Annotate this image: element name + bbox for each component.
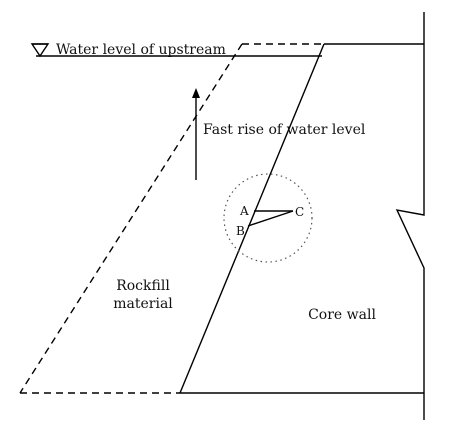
water-level-symbol-icon bbox=[30, 43, 50, 58]
point-b-label: B bbox=[236, 224, 245, 238]
right-boundary-break-line bbox=[395, 12, 425, 420]
rockfill-label-line2: material bbox=[113, 296, 173, 312]
point-c-label: C bbox=[295, 205, 304, 219]
up-arrow-icon bbox=[192, 88, 200, 98]
dashed-upstream-slope bbox=[19, 43, 243, 394]
detail-dotted-circle bbox=[223, 173, 313, 263]
line-b-c bbox=[247, 210, 294, 227]
core-wall-upstream-face bbox=[179, 43, 325, 394]
core-wall-label: Core wall bbox=[308, 307, 376, 323]
fast-rise-label: Fast rise of water level bbox=[203, 122, 366, 138]
water-level-label: Water level of upstream bbox=[56, 42, 226, 58]
point-a-label: A bbox=[239, 204, 249, 218]
rockfill-label-line1: Rockfill bbox=[116, 278, 170, 294]
